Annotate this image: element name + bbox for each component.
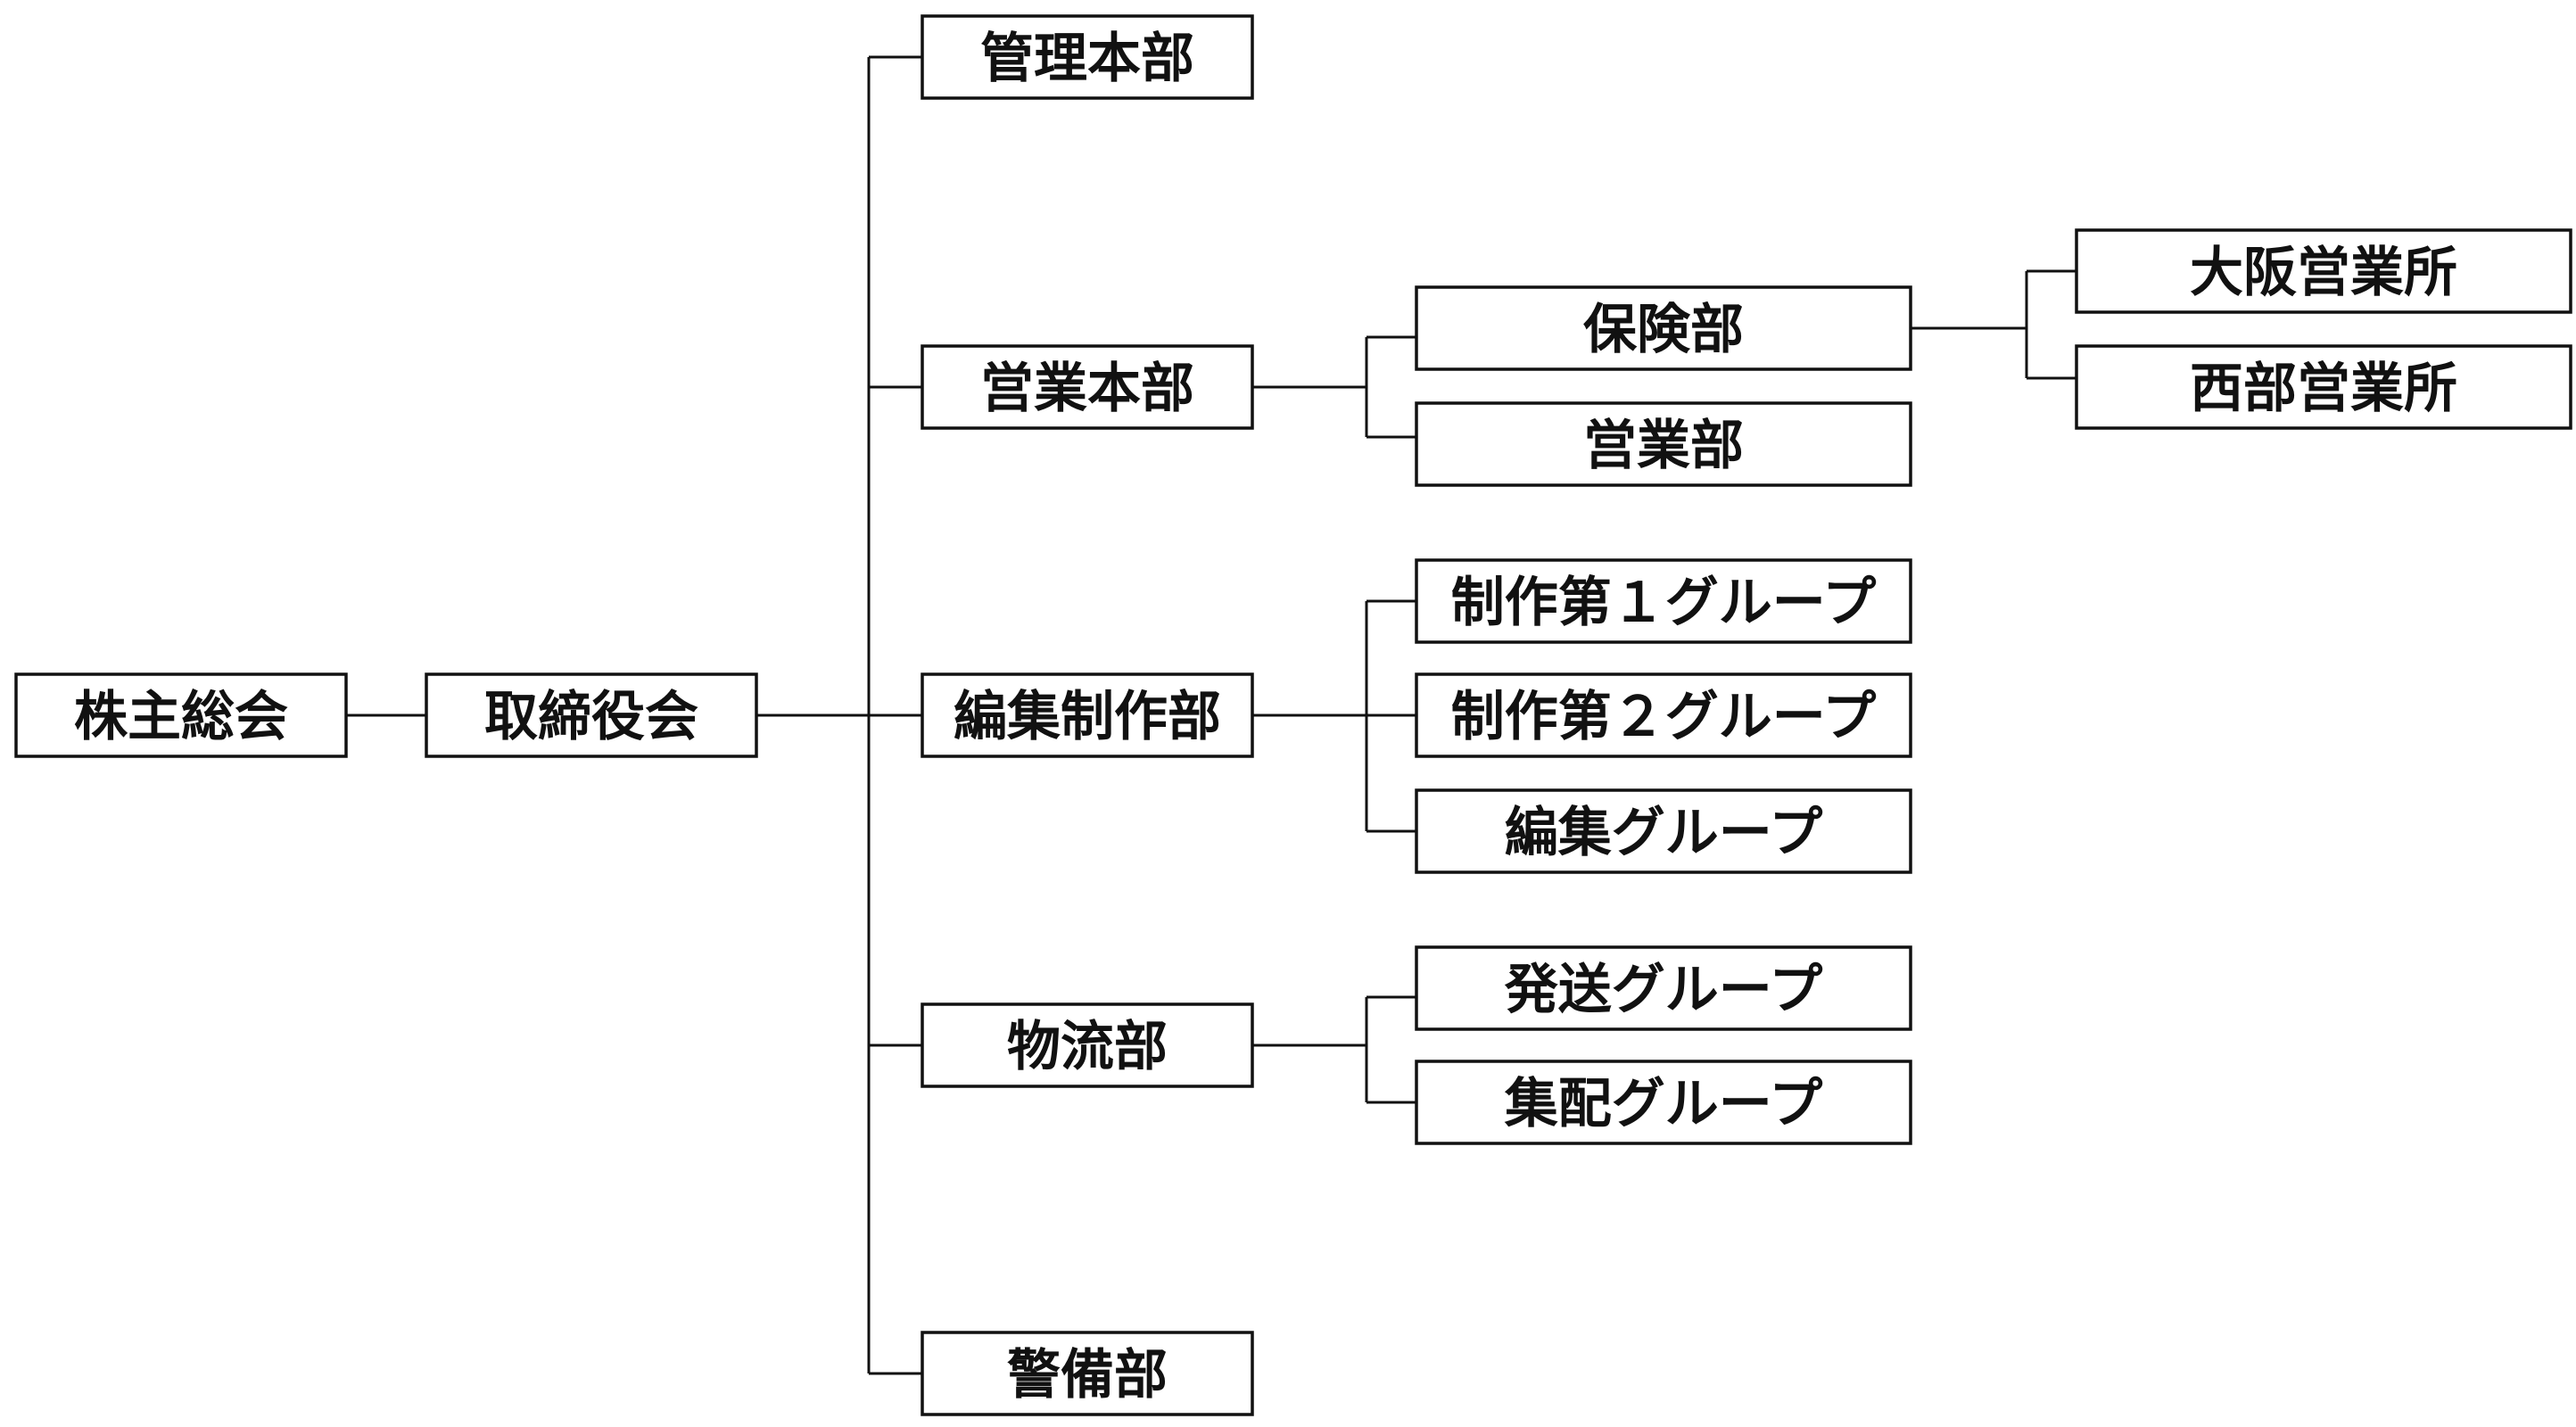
box-security: 警備部: [921, 1331, 1254, 1416]
box-shareholders-frame: [14, 672, 348, 758]
box-production-group-2: 制作第２グループ: [1415, 672, 1912, 758]
box-admin-hq: 管理本部: [921, 14, 1254, 100]
box-production-group-2-frame: [1415, 672, 1912, 758]
box-admin-hq-label: 管理本部: [980, 28, 1194, 90]
box-delivery-group-label: 集配グループ: [1504, 1073, 1822, 1135]
box-insurance-frame: [1415, 285, 1912, 371]
box-shipping-group-label: 発送グループ: [1505, 959, 1822, 1021]
box-logistics: 物流部: [921, 1002, 1254, 1088]
box-sales-dept-frame: [1415, 401, 1912, 487]
box-board-frame: [425, 672, 758, 758]
box-shipping-group-frame: [1415, 945, 1912, 1031]
box-admin-hq-frame: [921, 14, 1254, 100]
connector-lines: [346, 55, 2076, 1375]
box-editorial-production-frame: [921, 672, 1254, 758]
box-sales-hq: 営業本部: [921, 344, 1254, 430]
box-delivery-group: 集配グループ: [1415, 1060, 1912, 1145]
box-sales-dept: 営業部: [1415, 401, 1912, 487]
box-board-label: 取締役会: [484, 686, 698, 748]
box-shareholders-label: 株主総会: [74, 686, 288, 748]
box-production-group-1: 制作第１グループ: [1415, 558, 1912, 644]
box-logistics-label: 物流部: [1007, 1016, 1168, 1078]
box-osaka-office-label: 大阪営業所: [2190, 242, 2457, 304]
box-editorial-group-frame: [1415, 788, 1912, 874]
box-editorial-production-label: 編集制作部: [954, 686, 1221, 748]
box-shipping-group: 発送グループ: [1415, 945, 1912, 1031]
box-osaka-office-frame: [2075, 228, 2572, 314]
box-editorial-group: 編集グループ: [1415, 788, 1912, 874]
box-insurance-label: 保険部: [1583, 299, 1744, 361]
box-editorial-production: 編集制作部: [921, 672, 1254, 758]
box-security-label: 警備部: [1007, 1344, 1168, 1406]
box-board: 取締役会: [425, 672, 758, 758]
box-production-group-1-frame: [1415, 558, 1912, 644]
box-delivery-group-frame: [1415, 1060, 1912, 1145]
box-editorial-group-label: 編集グループ: [1505, 802, 1822, 864]
box-seibu-office: 西部営業所: [2075, 344, 2572, 430]
box-insurance: 保険部: [1415, 285, 1912, 371]
box-osaka-office: 大阪営業所: [2075, 228, 2572, 314]
box-security-frame: [921, 1331, 1254, 1416]
box-production-group-1-label: 制作第１グループ: [1451, 572, 1876, 634]
box-sales-hq-frame: [921, 344, 1254, 430]
box-seibu-office-label: 西部営業所: [2190, 358, 2457, 420]
box-sales-hq-label: 営業本部: [980, 358, 1194, 420]
box-seibu-office-frame: [2075, 344, 2572, 430]
box-production-group-2-label: 制作第２グループ: [1451, 686, 1876, 748]
box-logistics-frame: [921, 1002, 1254, 1088]
box-shareholders: 株主総会: [14, 672, 348, 758]
box-sales-dept-label: 営業部: [1583, 415, 1744, 477]
